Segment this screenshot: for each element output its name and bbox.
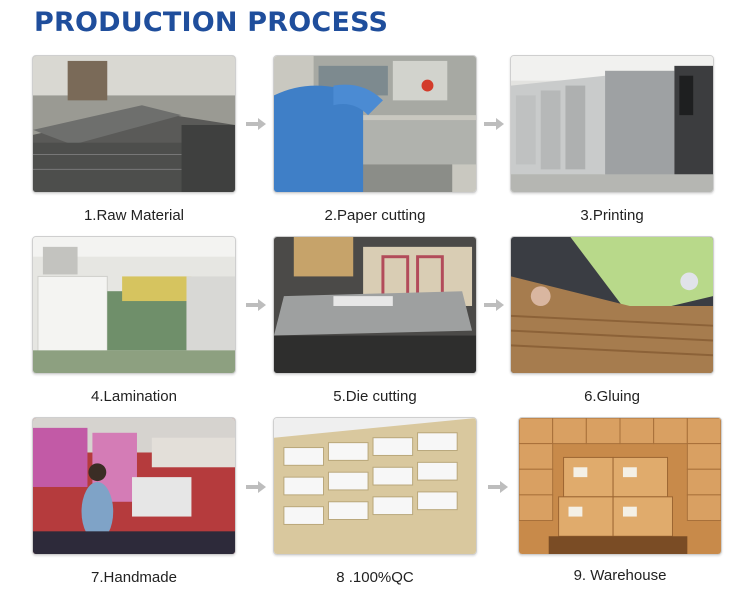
step-raw-material: 1.Raw Material xyxy=(32,55,236,224)
step-label: 4.Lamination xyxy=(91,388,177,405)
step-handmade: 7.Handmade xyxy=(32,417,236,586)
step-label: 1.Raw Material xyxy=(83,207,185,224)
step-lamination: 4.Lamination xyxy=(32,236,236,405)
arrow-right-icon xyxy=(484,299,504,311)
gluing-photo xyxy=(510,236,714,374)
step-warehouse: 9. Warehouse xyxy=(518,417,722,584)
arrow-right-icon xyxy=(246,299,266,311)
page-title: PRODUCTION PROCESS xyxy=(34,7,389,38)
warehouse-photo xyxy=(518,417,722,555)
printing-photo xyxy=(510,55,714,193)
step-printing: 3.Printing xyxy=(510,55,714,224)
step-qc: 8 .100%QC xyxy=(273,417,477,586)
step-label: 3.Printing xyxy=(580,207,644,224)
arrow-right-icon xyxy=(484,118,504,130)
step-gluing: 6.Gluing xyxy=(510,236,714,405)
arrow-right-icon xyxy=(488,481,508,493)
step-die-cutting: 5.Die cutting xyxy=(273,236,477,405)
arrow-right-icon xyxy=(246,481,266,493)
step-label: 2.Paper cutting xyxy=(324,207,426,224)
arrow-right-icon xyxy=(246,118,266,130)
step-label: 7.Handmade xyxy=(91,569,177,586)
qc-photo xyxy=(273,417,477,555)
step-label: 8 .100%QC xyxy=(336,569,414,586)
step-label: 6.Gluing xyxy=(584,388,640,405)
raw-material-photo xyxy=(32,55,236,193)
step-paper-cutting: 2.Paper cutting xyxy=(273,55,477,224)
paper-cutting-photo xyxy=(273,55,477,193)
step-label: 9. Warehouse xyxy=(573,567,667,584)
step-label: 5.Die cutting xyxy=(333,388,417,405)
die-cutting-photo xyxy=(273,236,477,374)
lamination-photo xyxy=(32,236,236,374)
handmade-photo xyxy=(32,417,236,555)
